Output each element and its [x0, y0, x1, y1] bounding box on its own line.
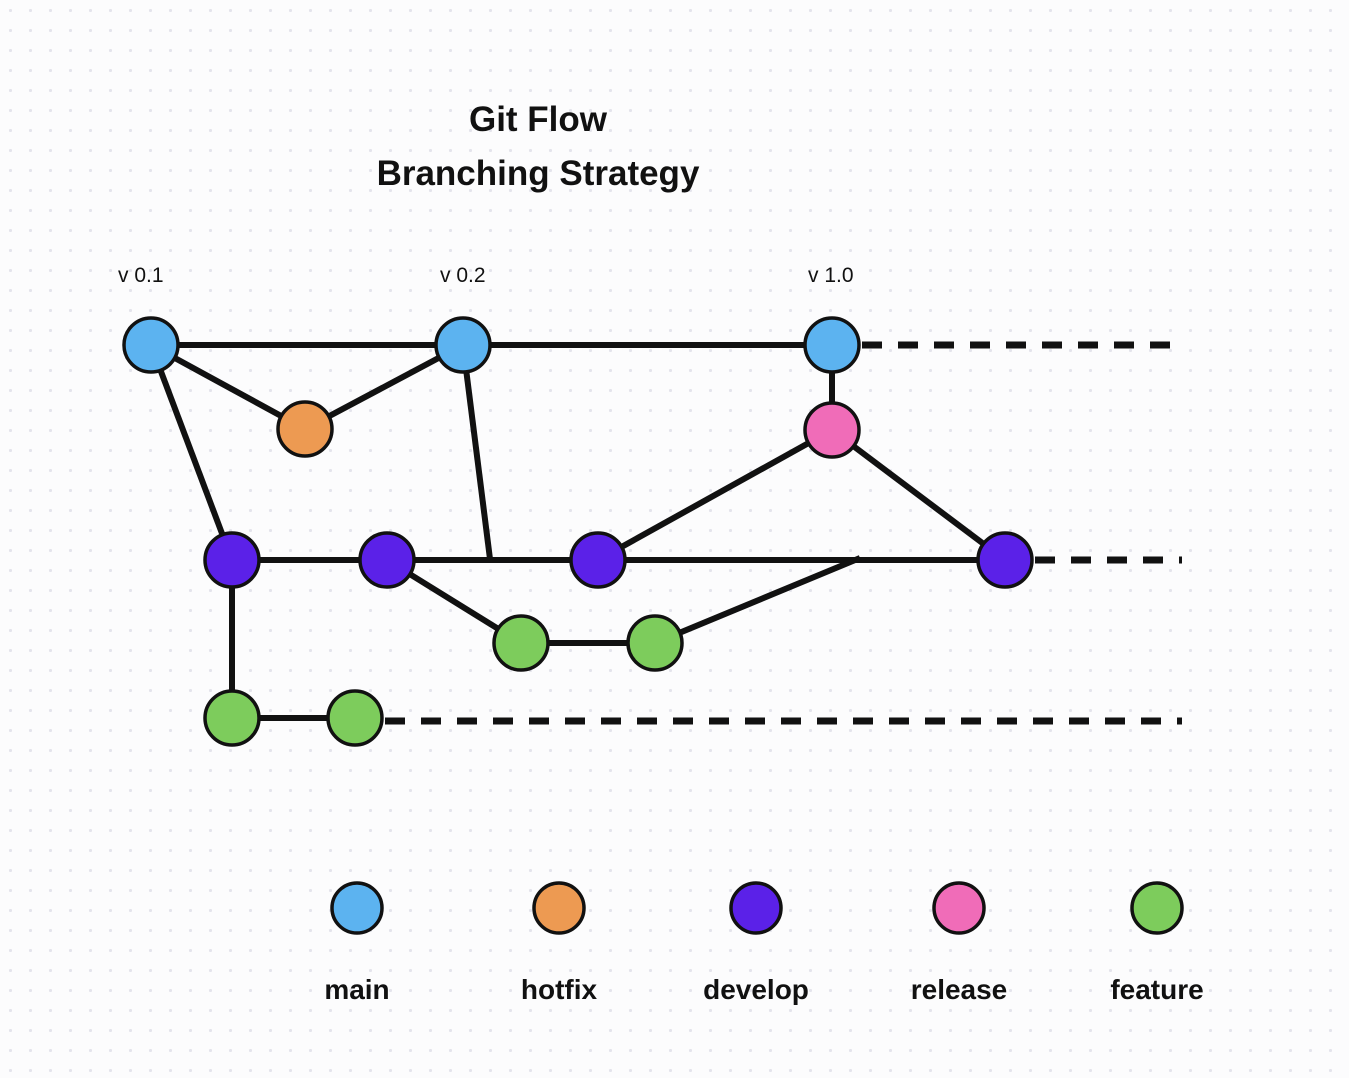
edge-release-develop4 — [830, 427, 1007, 563]
edge-hotfix-main2 — [303, 342, 465, 432]
legend-label-hotfix: hotfix — [521, 974, 598, 1005]
version-tag-1: v 0.2 — [440, 264, 486, 287]
commit-node-main-1[interactable] — [122, 316, 180, 374]
commit-node-release-1[interactable] — [803, 401, 861, 459]
legend-swatch-feature[interactable] — [1130, 881, 1184, 935]
legend-label-release: release — [911, 974, 1008, 1005]
legend-label-main: main — [324, 974, 389, 1005]
legend-swatch-hotfix[interactable] — [532, 881, 586, 935]
edge-develop-main2 — [460, 344, 493, 560]
commit-node-main-3[interactable] — [803, 316, 861, 374]
legend-label-feature: feature — [1110, 974, 1203, 1005]
edge-feature4-develop — [653, 555, 862, 646]
commit-node-feature-4[interactable] — [626, 614, 684, 672]
commit-nodes — [122, 316, 1034, 747]
edge-main1-develop1 — [148, 343, 235, 562]
version-tag-0: v 0.1 — [118, 264, 164, 287]
commit-node-develop-4[interactable] — [976, 531, 1034, 589]
commit-node-feature-2[interactable] — [326, 689, 384, 747]
version-tags: v 0.1 v 0.2 v 1.0 — [118, 264, 854, 287]
legend-swatch-main[interactable] — [330, 881, 384, 935]
commit-node-feature-3[interactable] — [492, 614, 550, 672]
version-tag-2: v 1.0 — [808, 264, 854, 287]
legend-swatch-develop[interactable] — [729, 881, 783, 935]
title-line-1: Git Flow — [469, 100, 608, 139]
legend-label-develop: develop — [703, 974, 809, 1005]
diagram-title: Git Flow Branching Strategy — [377, 100, 700, 193]
title-line-2: Branching Strategy — [377, 154, 700, 193]
dashed-branch-lines — [385, 341, 1182, 725]
legend-swatch-release[interactable] — [932, 881, 986, 935]
edge-main1-hotfix — [149, 342, 307, 432]
edge-develop3-release — [596, 427, 834, 563]
commit-node-develop-2[interactable] — [358, 531, 416, 589]
legend: main hotfix develop release feature — [324, 881, 1204, 1005]
commit-edges — [148, 342, 1007, 721]
commit-node-main-2[interactable] — [434, 316, 492, 374]
commit-node-hotfix-1[interactable] — [276, 400, 334, 458]
commit-node-feature-1[interactable] — [203, 689, 261, 747]
commit-node-develop-1[interactable] — [203, 531, 261, 589]
commit-node-develop-3[interactable] — [569, 531, 627, 589]
